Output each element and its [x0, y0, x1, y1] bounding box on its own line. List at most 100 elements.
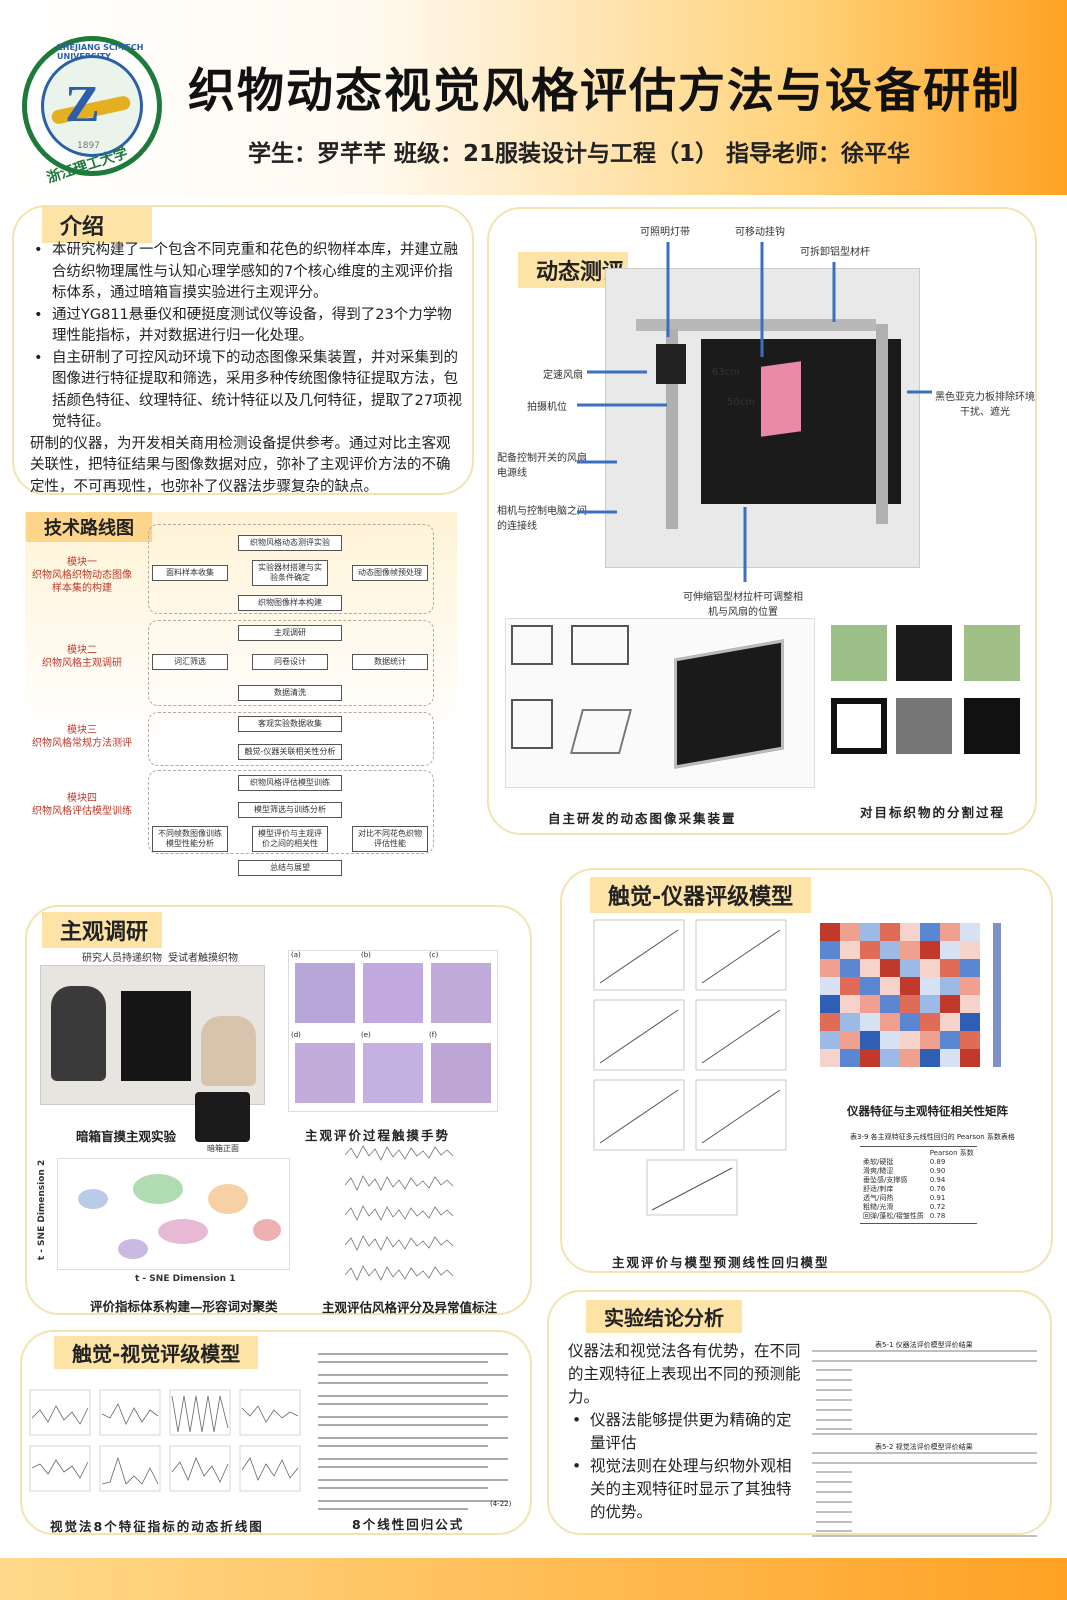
heatmap-cell	[840, 941, 860, 959]
university-logo: ZHEJIANG SCI-TECH UNIVERSITY Z 1897 浙江理工…	[22, 36, 162, 187]
label-cable: 相机与控制电脑之间的连接线	[497, 506, 587, 532]
label-subject: 受试者触摸织物	[168, 953, 238, 964]
heatmap-cell	[900, 977, 920, 995]
heatmap-cell	[940, 977, 960, 995]
route-node: 客观实验数据收集	[238, 716, 342, 732]
heatmap-cell	[880, 959, 900, 977]
heatmap-cell	[900, 1049, 920, 1067]
box-front	[195, 1092, 250, 1142]
route-node: 词汇筛选	[152, 654, 228, 670]
heatmap-cell	[840, 1013, 860, 1031]
route-tag: 技术路线图	[26, 512, 152, 542]
survey-caption-2: 主观评价过程触摸手势	[305, 1128, 451, 1143]
heatmap-cell	[860, 941, 880, 959]
poster-title: 织物动态视觉风格评估方法与设备研制	[188, 64, 1021, 119]
heatmap-cell	[920, 1049, 940, 1067]
label-dim1: 63cm	[712, 367, 740, 378]
route-node: 面料样本收集	[152, 565, 228, 581]
survey-caption-4: 主观评估风格评分及异常值标注	[322, 1300, 498, 1315]
heatmap-cell	[880, 1013, 900, 1031]
route-node: 织物风格评估模型训练	[238, 775, 342, 791]
heatmap-cell	[940, 995, 960, 1013]
intro-closing: 研制的仪器，为开发相关商用检测设备提供参考。通过对比主客观关联性，把特征结果与图…	[30, 435, 451, 495]
device-arrows	[577, 242, 932, 582]
heatmap-cell	[860, 1031, 880, 1049]
survey-tag: 主观调研	[42, 912, 162, 948]
heatmap-cell	[840, 1031, 860, 1049]
heatmap-cell	[920, 959, 940, 977]
route-node: 总结与展望	[238, 860, 342, 876]
route-node: 主观调研	[238, 625, 342, 641]
dynamic-caption-1: 自主研发的动态图像采集装置	[548, 811, 737, 826]
correlation-heatmap	[820, 923, 1001, 1067]
route-node: 动态图像帧预处理	[352, 565, 428, 581]
heatmap-cell	[880, 1049, 900, 1067]
tsne-plot	[57, 1158, 290, 1270]
heatmap-cell	[900, 995, 920, 1013]
label-light: 可照明灯带	[640, 227, 690, 238]
heatmap-cell	[900, 1031, 920, 1049]
intro-bullet: 本研究构建了一个包含不同克重和花色的织物样本库，并建立融合纺织物理属性与认知心理…	[30, 240, 462, 305]
footer-band	[0, 1558, 1067, 1600]
heatmap-cell	[820, 1049, 840, 1067]
heatmap-cell	[960, 959, 980, 977]
label-researcher: 研究人员持递织物	[82, 953, 162, 964]
label-fan: 定速风扇	[543, 370, 583, 381]
label-box: 暗箱正面	[207, 1144, 239, 1153]
heatmap-cell	[960, 941, 980, 959]
heatmap-cell	[880, 1031, 900, 1049]
route-node: 织物风格动态测评实验	[238, 535, 342, 551]
heatmap-cell	[840, 977, 860, 995]
heatmap-cell	[920, 977, 940, 995]
route-node: 不同帧数图像训练模型性能分析	[152, 826, 228, 852]
heatmap-cell	[920, 995, 940, 1013]
heatmap-cell	[960, 1031, 980, 1049]
heatmap-cell	[820, 959, 840, 977]
heatmap-cell	[820, 923, 840, 941]
tsne-ylabel: t - SNE Dimension 2	[37, 1159, 48, 1261]
module-label: 模块三织物风格常规方法测评	[32, 725, 132, 749]
route-node: 织物图像样本构建	[238, 595, 342, 611]
segmentation-figure	[826, 620, 1026, 765]
heatmap-cell	[860, 923, 880, 941]
regression-grid	[593, 919, 787, 1216]
route-node: 对比不同花色织物评估性能	[352, 826, 428, 852]
label-board: 黑色亚克力板排除环境干扰、遮光	[935, 392, 1035, 418]
heatmap-cell	[960, 1049, 980, 1067]
device-drawings	[505, 618, 815, 788]
result-table-1	[812, 1350, 1037, 1435]
heatmap-cell	[920, 923, 940, 941]
result-table-2	[812, 1452, 1037, 1537]
module-label: 模块四织物风格评估模型训练	[32, 793, 132, 817]
heatmap-cell	[960, 1013, 980, 1031]
intro-tag: 介绍	[42, 207, 152, 243]
heatmap-cell	[940, 923, 960, 941]
tactile-instr-tag: 触觉-仪器评级模型	[590, 877, 812, 913]
heatmap-cell	[860, 995, 880, 1013]
heatmap-colorbar	[993, 923, 1001, 1067]
module-label: 模块一织物风格织物动态图像样本集的构建	[32, 557, 132, 594]
intro-bullet: 自主研制了可控风动环境下的动态图像采集装置，并对采集到的图像进行特征提取和筛选，…	[30, 348, 462, 434]
heatmap-cell	[940, 1049, 960, 1067]
tsne-xlabel: t - SNE Dimension 1	[135, 1274, 236, 1284]
heatmap-cell	[860, 959, 880, 977]
heatmap-cell	[860, 977, 880, 995]
score-lines	[345, 1145, 454, 1281]
heatmap-cell	[920, 1031, 940, 1049]
dynamic-line-charts	[29, 1389, 301, 1492]
pearson-table-title: 表3-9 各主观特征多元线性回归的 Pearson 系数表格	[850, 1133, 1015, 1141]
conclusion-bullet: 视觉法则在处理与织物外观相关的主观特征时显示了其独特的优势。	[568, 1455, 806, 1524]
heatmap-cell	[840, 923, 860, 941]
heatmap-cell	[820, 995, 840, 1013]
equation-ref: (4-22)	[490, 1500, 512, 1508]
route-node: 模型筛选与训练分析	[238, 802, 342, 818]
survey-caption-1: 暗箱盲摸主观实验	[76, 1129, 177, 1144]
heatmap-cell	[820, 1031, 840, 1049]
label-rod: 可拆卸铝型材杆	[800, 247, 870, 258]
route-node: 实验器材搭建与实验条件确定	[252, 560, 328, 586]
heatmap-cell	[940, 941, 960, 959]
heatmap-cell	[940, 1013, 960, 1031]
heatmap-cell	[880, 995, 900, 1013]
heatmap-cell	[840, 959, 860, 977]
intro-text: 本研究构建了一个包含不同克重和花色的织物样本库，并建立融合纺织物理属性与认知心理…	[30, 240, 462, 498]
